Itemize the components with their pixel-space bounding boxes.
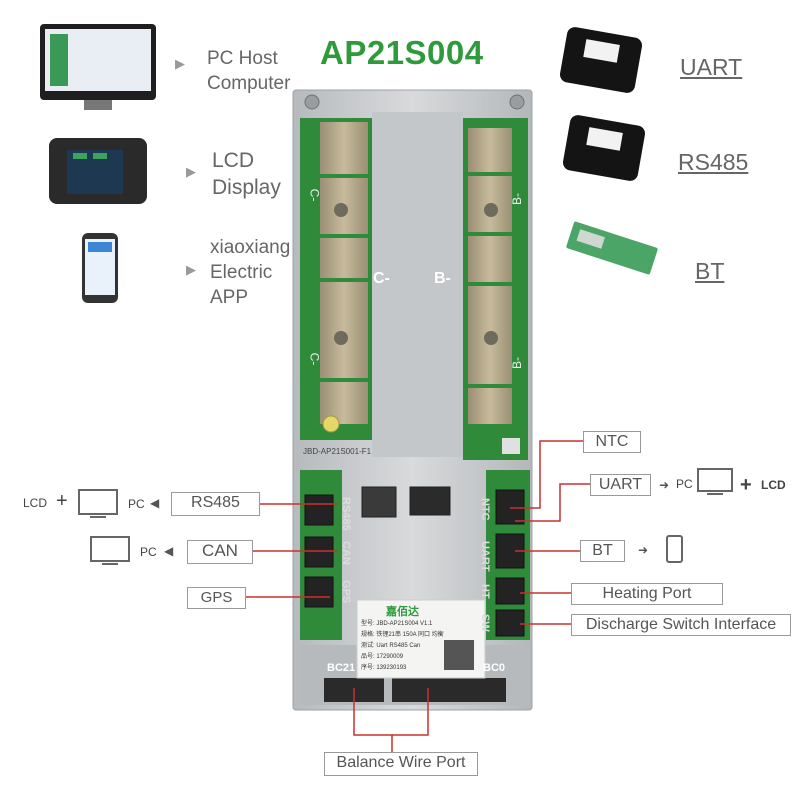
chevron-right-icon: ▶ (186, 262, 196, 277)
arrow-left-icon: ◀ (164, 544, 174, 558)
arrow-right-icon: ➜ (638, 543, 649, 557)
callout-lines (246, 440, 590, 752)
pc-text-can: PC (140, 545, 157, 559)
chevron-right-icon: ▶ (186, 164, 196, 179)
left-connectors (304, 494, 334, 608)
left-item-pc-line2: Computer (207, 73, 291, 94)
inductor (361, 486, 397, 518)
lcd-text-right: LCD (761, 478, 786, 492)
monitor-small-stand-icon (102, 563, 118, 569)
arrow-right-icon: ➜ (659, 478, 670, 492)
connector-label-gps: GPS (340, 580, 352, 604)
phone-outline-icon (666, 535, 683, 563)
left-item-app-line1: xiaoxiang (210, 237, 291, 258)
center-label-c-minus: C- (373, 270, 390, 287)
left-copper-pads (320, 122, 368, 433)
pad-label-b-minus-2: B- (510, 357, 524, 369)
monitor-small-icon (78, 489, 118, 515)
connector-label-uart: UART (479, 541, 491, 572)
callout-bt: BT (580, 540, 625, 562)
connector-label-ht: HT (479, 584, 491, 599)
sticker-row-model: 型号: JBD-AP21S004 V1.1 (361, 621, 433, 627)
callout-ntc: NTC (583, 431, 641, 453)
silkscreen-model: JBD-AP21S001-F1 (303, 447, 372, 456)
sticker-row-spec: 规格: 铁锂21串 150A 同口 均衡 (361, 632, 444, 638)
left-item-pc-line1: PC Host (207, 48, 278, 69)
callout-balance-wire-port: Balance Wire Port (324, 752, 478, 776)
monitor-icon (40, 24, 156, 100)
chevron-right-icon: ▶ (175, 56, 185, 71)
phone-app-icon (82, 233, 118, 303)
arrow-left-icon: ◀ (150, 496, 160, 510)
monitor-small-stand-icon (707, 493, 723, 499)
sticker-row-serial: 序号: 139230193 (361, 665, 407, 671)
lcd-text-left: LCD (23, 496, 48, 510)
callout-heating-port: Heating Port (571, 583, 723, 605)
sticker-brand: 嘉佰达 (386, 606, 419, 618)
ic-chip (409, 486, 451, 516)
right-item-bt: BT (695, 258, 725, 284)
plus-icon: + (740, 474, 752, 496)
callout-can: CAN (187, 540, 253, 564)
left-item-lcd-line2: Display (212, 176, 281, 199)
callout-gps: GPS (187, 587, 246, 609)
connector-label-sw: SW (479, 614, 491, 632)
right-connectors (495, 489, 525, 637)
right-item-rs485: RS485 (678, 149, 749, 175)
pad-label-c-minus-2: C- (307, 352, 322, 366)
pc-text-uart: PC (676, 477, 693, 491)
pad-label-b-minus-1: B- (510, 193, 524, 205)
connector-label-ntc: NTC (479, 498, 491, 521)
qr-code (444, 640, 474, 670)
connector-label-can: CAN (340, 541, 352, 565)
bc0-label: BC0 (483, 662, 506, 674)
connector-label-rs485: RS485 (340, 497, 352, 531)
callout-uart: UART (590, 474, 651, 496)
left-item-app-line2: Electric (210, 262, 273, 283)
monitor-small-icon (697, 468, 733, 492)
sticker-row-test: 测试: Uart RS485 Can (361, 643, 421, 649)
right-copper-pads (468, 128, 520, 454)
monitor-stand-icon (84, 100, 112, 110)
pad-label-c-minus-1: C- (307, 188, 322, 202)
sticker-row-part: 品号: 17290009 (361, 654, 404, 660)
right-item-uart: UART (680, 54, 743, 80)
callout-rs485: RS485 (171, 492, 260, 516)
plus-icon: + (56, 490, 68, 512)
monitor-small-stand-icon (90, 516, 106, 522)
balance-connector-bc0 (392, 678, 506, 702)
monitor-small-icon (90, 536, 130, 562)
lcd-display-icon (49, 138, 147, 204)
left-item-app-line3: APP (210, 287, 249, 308)
left-item-lcd-line1: LCD (212, 149, 255, 172)
pc-text-rs485: PC (128, 497, 145, 511)
bc21-label: BC21 (327, 662, 356, 674)
center-label-b-minus: B- (434, 270, 451, 287)
callout-discharge-switch: Discharge Switch Interface (571, 614, 791, 636)
product-title: AP21S004 (320, 34, 484, 71)
